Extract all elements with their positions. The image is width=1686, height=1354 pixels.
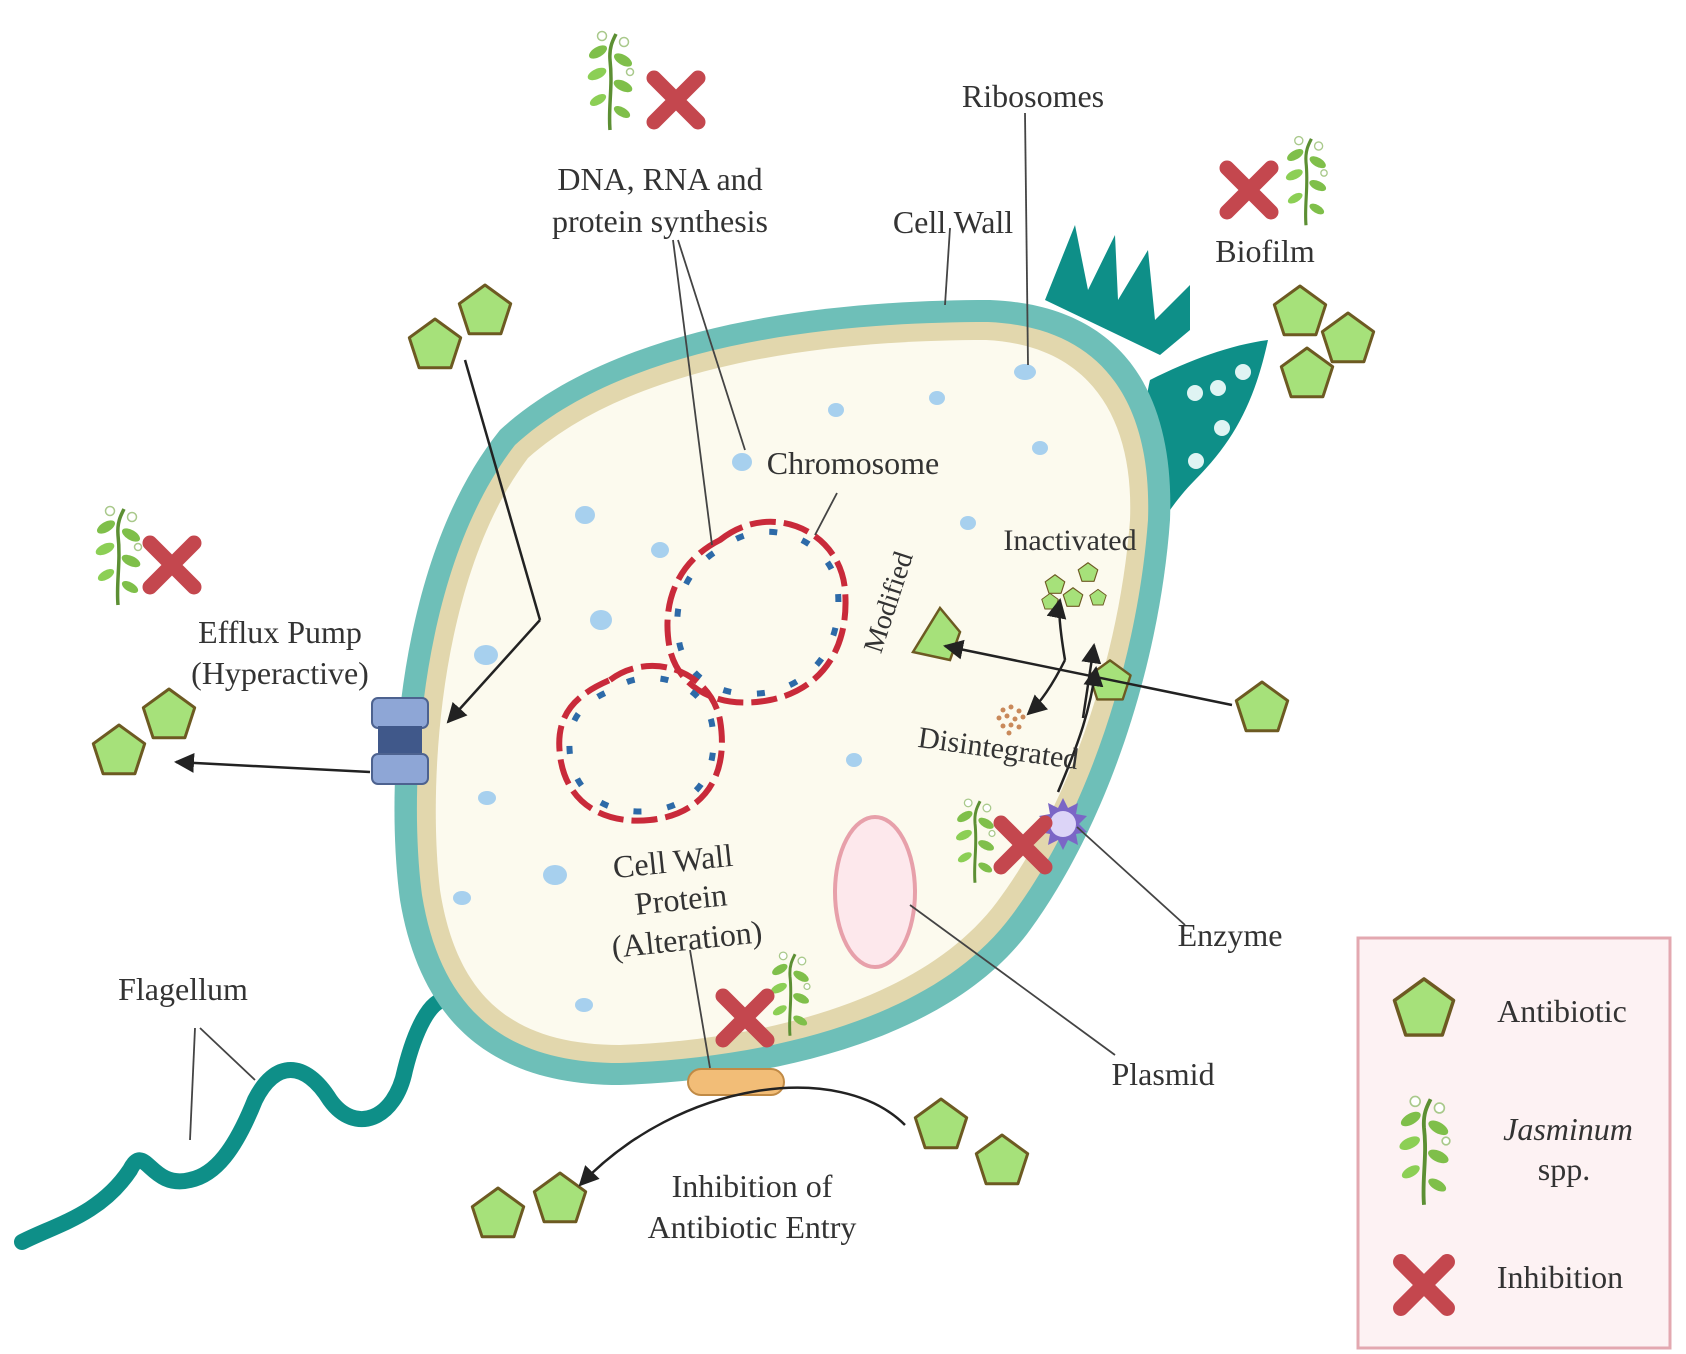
biofilm-layer: [1045, 225, 1268, 520]
antibiotic-pentagon: [91, 723, 147, 776]
label-efflux-line1: Efflux Pump: [198, 614, 362, 650]
plasmid: [833, 815, 917, 969]
label-entry-line1: Inhibition of: [672, 1168, 833, 1204]
label-efflux-line2: (Hyperactive): [191, 655, 369, 691]
biofilm-bacteria: [1187, 364, 1251, 469]
antibiotic-pentagon: [457, 283, 513, 336]
bacterial-cell: [394, 300, 1171, 1085]
efflux-pump: [371, 697, 429, 785]
antibiotic-pentagon: [1272, 284, 1328, 337]
antibiotic-pentagon: [1279, 346, 1335, 399]
antibiotic-pentagon: [1234, 680, 1290, 733]
chromosome: [556, 518, 849, 824]
label-chromosome: Chromosome: [767, 445, 939, 481]
plant-icon: [92, 504, 144, 607]
legend-jasminum: Jasminum: [1503, 1111, 1633, 1147]
x-mark-icon: [1227, 168, 1271, 212]
antibiotic-pentagon: [974, 1133, 1030, 1186]
disintegrated-particles: [996, 704, 1026, 736]
label-synthesis-line2: protein synthesis: [552, 203, 768, 239]
ribosomes: [453, 364, 1048, 1012]
plant-icon: [1282, 134, 1330, 227]
enzyme-icon: [1039, 798, 1087, 850]
label-ribosomes: Ribosomes: [962, 78, 1104, 114]
label-synthesis-line1: DNA, RNA and: [557, 161, 762, 197]
flagellum: [14, 992, 453, 1250]
label-biofilm: Biofilm: [1215, 233, 1315, 269]
label-plasmid: Plasmid: [1111, 1056, 1214, 1092]
antibiotic-pentagon: [1320, 311, 1376, 364]
x-mark-icon: [654, 78, 698, 122]
antibiotic-pentagon: [913, 1097, 969, 1150]
label-entry-line2: Antibiotic Entry: [648, 1209, 857, 1245]
antibiotic-pentagon: [141, 687, 197, 740]
antibiotic-pentagon: [532, 1171, 588, 1224]
legend-spp: spp.: [1538, 1151, 1590, 1187]
legend-antibiotic: Antibiotic: [1497, 993, 1627, 1029]
porin-protein: [687, 1068, 785, 1096]
cytoplasm: [435, 340, 1131, 1045]
plant-icon: [584, 29, 636, 132]
label-enzyme: Enzyme: [1178, 917, 1283, 953]
legend-inhibition: Inhibition: [1497, 1259, 1623, 1295]
label-cell-wall: Cell Wall: [893, 204, 1013, 240]
legend: Antibiotic Jasminum spp. Inhibition: [1356, 936, 1672, 1350]
arrows: [174, 359, 1233, 1187]
labels: DNA, RNA and protein synthesis Ribosomes…: [118, 78, 1315, 1245]
label-inactivated: Inactivated: [1003, 524, 1136, 557]
x-mark-icon: [150, 543, 194, 587]
label-flagellum: Flagellum: [118, 971, 248, 1007]
leader-lines: [189, 112, 1186, 1141]
antibiotic-pentagon: [470, 1186, 526, 1239]
antibiotic-pentagon: [407, 317, 463, 370]
